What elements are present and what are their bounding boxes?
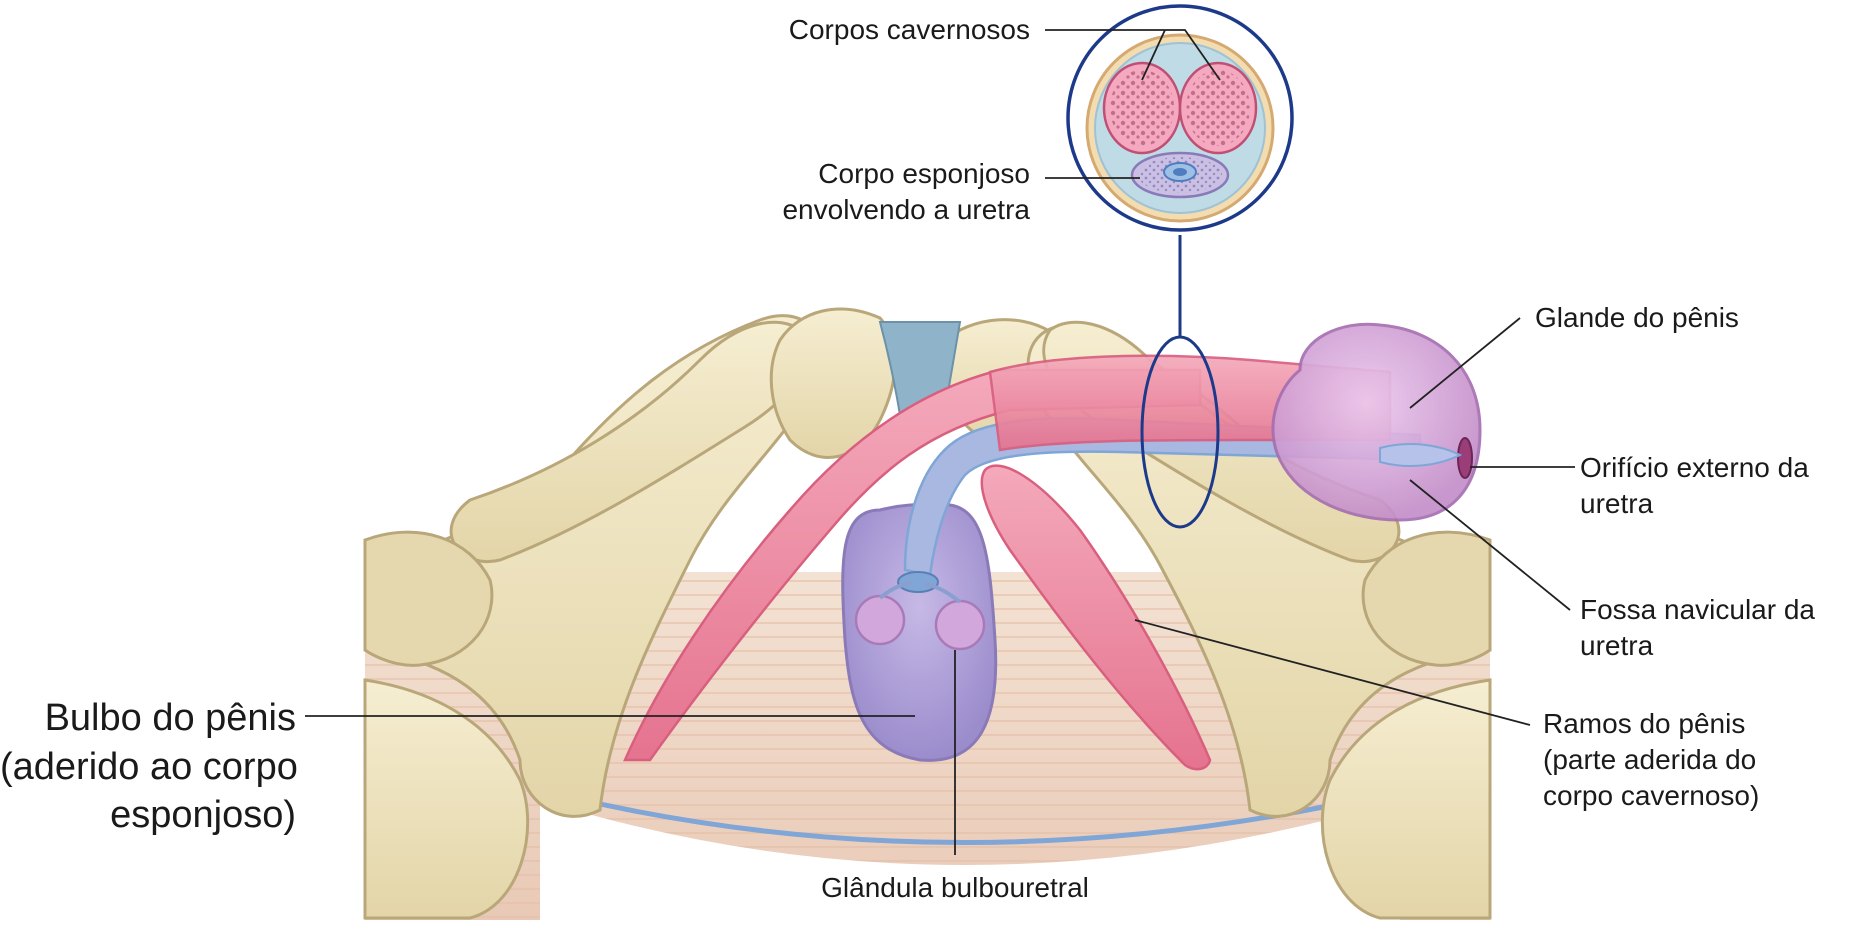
navicular-fossa (1379, 443, 1463, 467)
label-bulbo: Bulbo do pênis (aderido ao corpo esponjo… (0, 694, 298, 840)
label-orificio-line1: Orifício externo da (1580, 452, 1809, 483)
label-glande: Glande do pênis (1535, 300, 1835, 336)
bulb-of-penis (841, 502, 998, 762)
label-corpo-esponjoso-line1: Corpo esponjoso (818, 158, 1030, 189)
right-crus (980, 464, 1212, 771)
leader-corpos-cavernosos (1045, 29, 1221, 81)
label-fossa-line1: Fossa navicular da (1580, 594, 1816, 625)
leader-corpos-cavernosos-b (1141, 29, 1166, 81)
glans (1271, 322, 1482, 522)
label-fossa: Fossa navicular da uretra (1580, 592, 1850, 664)
label-orificio: Orifício externo da uretra (1580, 450, 1850, 522)
label-bulbo-line2: (aderido ao corpo (0, 745, 298, 788)
urethra-opening-bulb (897, 571, 939, 593)
label-bulbo-line1: Bulbo do pênis (44, 697, 296, 739)
label-corpos-cavernosos-text: Corpos cavernosos (788, 14, 1030, 45)
bulbourethral-gland-right (934, 599, 986, 651)
label-corpos-cavernosos: Corpos cavernosos (700, 12, 1030, 48)
label-glandula: Glândula bulbouretral (755, 870, 1155, 906)
label-ramos-line2: (parte aderida do (1543, 743, 1757, 775)
leader-lines (305, 29, 1575, 855)
bulbourethral-gland-left (854, 594, 906, 646)
external-urethral-orifice (1457, 437, 1473, 479)
label-glandula-text: Glândula bulbouretral (821, 872, 1089, 903)
label-ramos-line1: Ramos do pênis (1543, 708, 1746, 739)
label-glande-text: Glande do pênis (1535, 302, 1739, 333)
label-ramos-line3: corpo cavernoso) (1543, 779, 1760, 811)
leader-ramos (1134, 619, 1531, 726)
label-corpo-esponjoso-line2: envolvendo a uretra (782, 193, 1030, 225)
cross-section-inset (1066, 4, 1294, 232)
leader-glande (1409, 317, 1521, 409)
label-bulbo-line3: esponjoso) (110, 794, 296, 837)
label-ramos: Ramos do pênis (parte aderida do corpo c… (1543, 706, 1843, 813)
label-corpo-esponjoso: Corpo esponjoso envolvendo a uretra (680, 156, 1030, 228)
label-orificio-line2: uretra (1580, 487, 1654, 519)
label-fossa-line2: uretra (1580, 629, 1654, 661)
leader-fossa (1409, 479, 1571, 611)
